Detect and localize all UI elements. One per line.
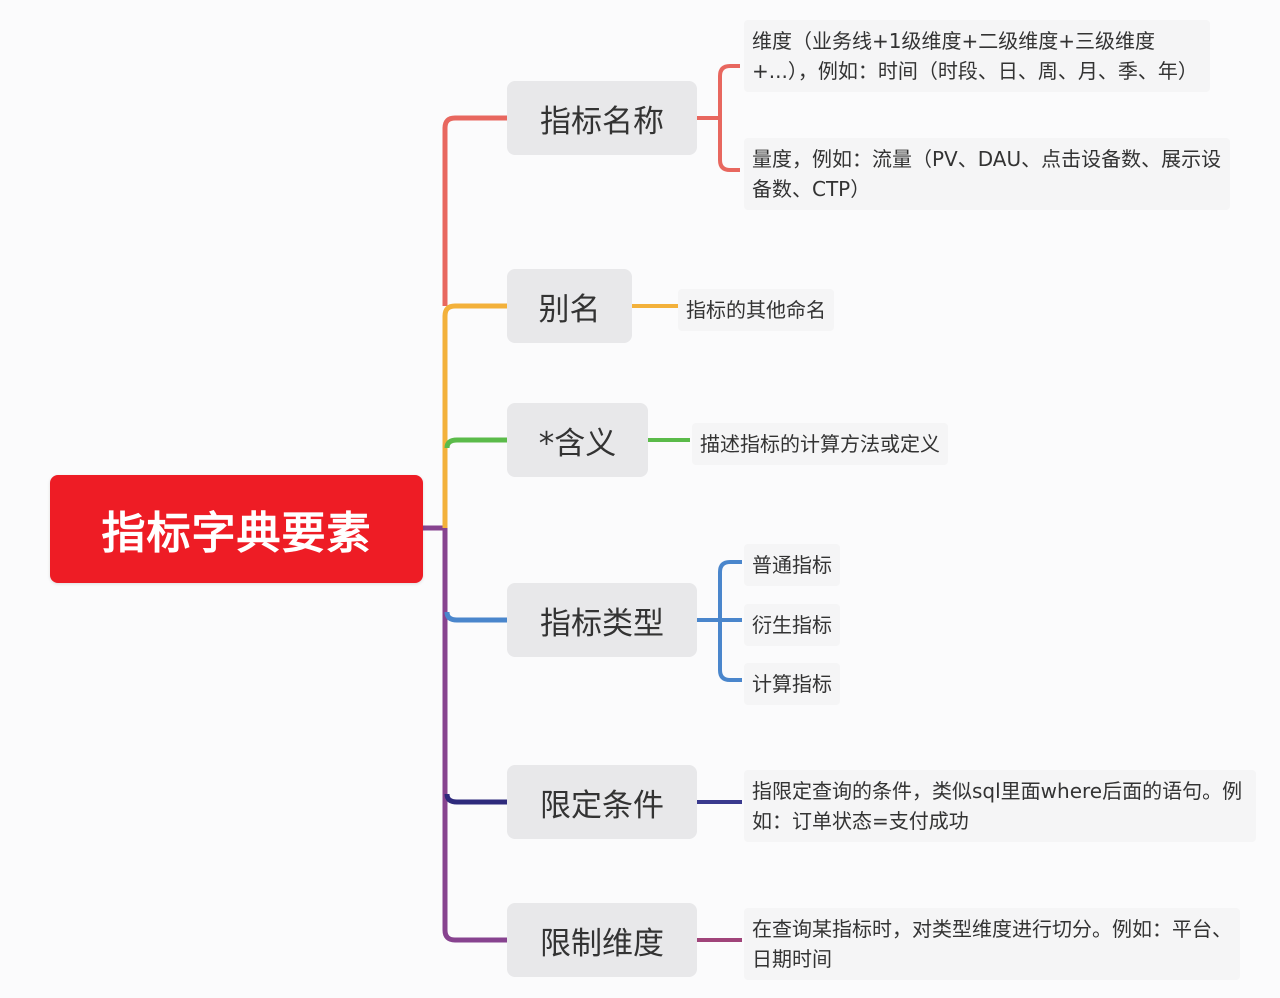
leaf-computed-indicator[interactable]: 计算指标 [744, 663, 840, 705]
leaf-meaning-desc[interactable]: 描述指标的计算方法或定义 [692, 423, 948, 465]
leaf-dimension[interactable]: 维度（业务线+1级维度+二级维度+三级维度+...），例如：时间（时段、日、周、… [744, 20, 1210, 92]
leaf-qualifier-desc[interactable]: 指限定查询的条件，类似sql里面where后面的语句。例如：订单状态=支付成功 [744, 770, 1256, 842]
node-label: 限制维度 [540, 925, 664, 962]
node-label: 指标名称 [540, 103, 664, 140]
leaf-text: 普通指标 [752, 553, 832, 577]
root-label: 指标字典要素 [101, 508, 372, 559]
node-label: 别名 [538, 291, 601, 328]
leaf-text: 量度，例如：流量（PV、DAU、点击设备数、展示设备数、CTP） [752, 147, 1222, 201]
node-label: *含义 [538, 425, 617, 462]
leaf-text: 描述指标的计算方法或定义 [700, 432, 940, 456]
node-qualifier[interactable]: 限定条件 [507, 765, 697, 839]
leaf-alias-desc[interactable]: 指标的其他命名 [678, 289, 834, 331]
leaf-text: 计算指标 [752, 672, 832, 696]
leaf-text: 维度（业务线+1级维度+二级维度+三级维度+...），例如：时间（时段、日、周、… [752, 29, 1198, 83]
leaf-measure[interactable]: 量度，例如：流量（PV、DAU、点击设备数、展示设备数、CTP） [744, 138, 1230, 210]
leaf-restricted-dimension-desc[interactable]: 在查询某指标时，对类型维度进行切分。例如：平台、日期时间 [744, 908, 1240, 980]
root-node[interactable]: 指标字典要素 [50, 475, 423, 583]
node-meaning[interactable]: *含义 [507, 403, 648, 477]
node-label: 限定条件 [540, 787, 664, 824]
node-restricted-dimension[interactable]: 限制维度 [507, 903, 697, 977]
node-indicator-type[interactable]: 指标类型 [507, 583, 697, 657]
node-label: 指标类型 [540, 605, 664, 642]
leaf-text: 衍生指标 [752, 613, 832, 637]
leaf-text: 在查询某指标时，对类型维度进行切分。例如：平台、日期时间 [752, 917, 1232, 971]
node-indicator-name[interactable]: 指标名称 [507, 81, 697, 155]
leaf-normal-indicator[interactable]: 普通指标 [744, 544, 840, 586]
node-alias[interactable]: 别名 [507, 269, 632, 343]
leaf-text: 指标的其他命名 [686, 298, 826, 322]
leaf-derived-indicator[interactable]: 衍生指标 [744, 604, 840, 646]
leaf-text: 指限定查询的条件，类似sql里面where后面的语句。例如：订单状态=支付成功 [752, 779, 1243, 833]
